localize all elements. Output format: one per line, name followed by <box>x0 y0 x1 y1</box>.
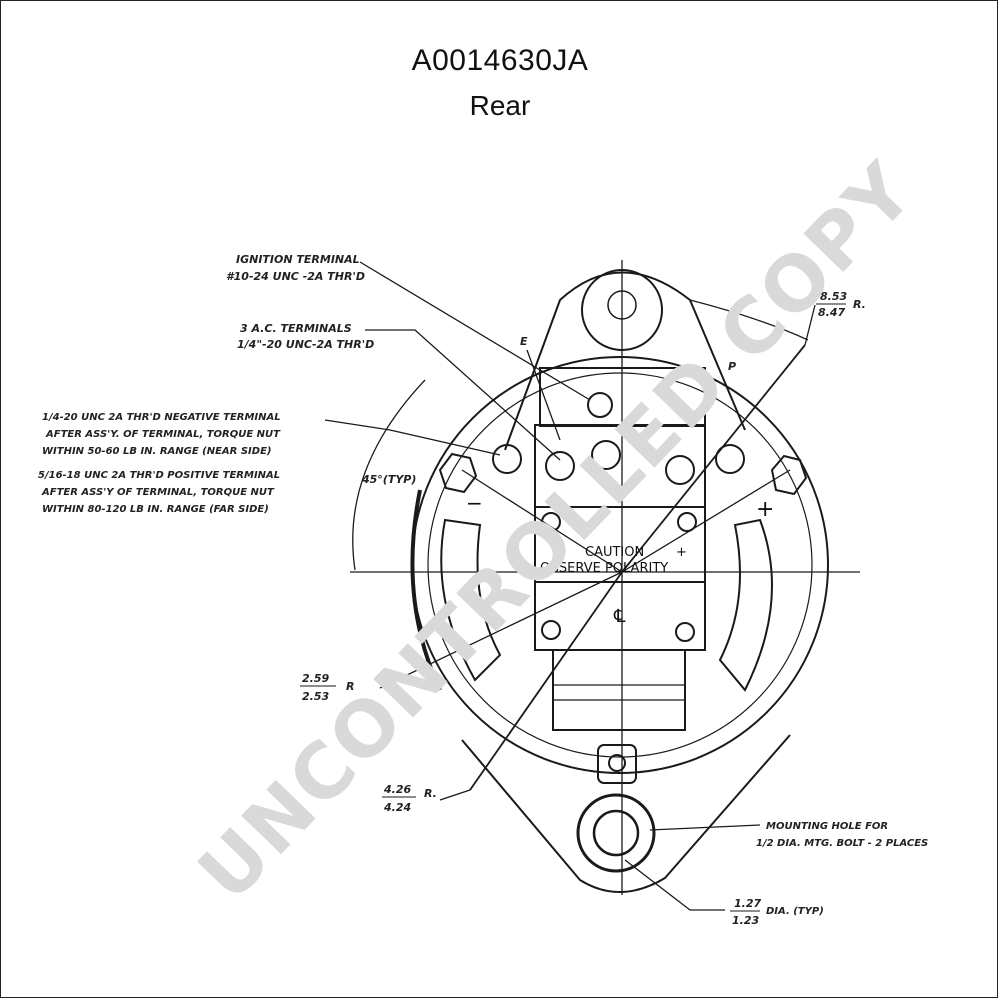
observe-polarity-label: OBSERVE POLARITY <box>540 561 668 576</box>
negative-terminal-line2: AFTER ASS'Y. OF TERMINAL, TORQUE NUT <box>45 429 281 440</box>
dim-424-unit: R. <box>424 787 437 800</box>
spoke-e <box>526 349 561 441</box>
plate-bolt-4 <box>675 622 695 642</box>
dim-127-numerator: 1.27 <box>734 897 761 910</box>
negative-sign: − <box>466 491 483 515</box>
leader-127 <box>624 859 725 911</box>
positive-terminal-line1: 5/16-18 UNC 2A THR'D POSITIVE TERMINAL <box>38 470 280 481</box>
dim-r-top-numerator: 8.53 <box>820 290 847 303</box>
leader-negative <box>324 419 501 456</box>
dimension-arc-top <box>689 299 809 341</box>
plate-plus-sign: + <box>676 545 687 560</box>
leader-r-top <box>804 304 816 346</box>
mounting-hole-line2: 1/2 DIA. MTG. BOLT - 2 PLACES <box>756 838 928 849</box>
ac-terminal-left <box>545 451 575 481</box>
bottom-mounting-hole-inner <box>592 809 640 857</box>
bottom-mounting-hole-outer <box>576 793 656 873</box>
view-label: Rear <box>469 90 531 121</box>
leader-ignition <box>359 261 591 401</box>
ignition-terminal-thread: #10-24 UNC -2A THR'D <box>226 270 365 283</box>
caution-label: CAUTION <box>585 545 644 560</box>
dim-259-denominator: 2.53 <box>302 690 329 703</box>
dim-424-denominator: 4.24 <box>383 801 411 814</box>
leader-mounting <box>649 824 761 831</box>
triangle-left <box>461 469 623 573</box>
ac-terminals-label: 3 A.C. TERMINALS <box>240 322 352 335</box>
dim-127-denominator: 1.23 <box>732 914 759 927</box>
label-e: E <box>520 335 528 348</box>
ignition-terminal-label: IGNITION TERMINAL <box>236 253 360 266</box>
radius-line-bottom <box>469 571 623 791</box>
rectifier-housing <box>552 649 686 731</box>
angle-typ-label: 45°(TYP) <box>361 473 416 486</box>
housing-inner-circle <box>427 372 813 758</box>
radius-line-top <box>621 344 806 573</box>
ac-terminal-center <box>591 440 621 470</box>
dim-r-top-denominator: 8.47 <box>818 306 845 319</box>
plate-bolt-2 <box>677 512 697 532</box>
left-vent-slot <box>440 518 502 682</box>
radius-line-259 <box>379 571 623 689</box>
centerline-symbol: ℄ <box>613 606 626 627</box>
dim-259-unit: R <box>346 680 354 693</box>
angle-arc-45 <box>352 379 426 571</box>
left-outer-arc <box>410 489 442 691</box>
right-vent-slot <box>718 518 773 692</box>
bottom-lug <box>597 744 637 784</box>
dim-r-top-unit: R. <box>853 298 866 311</box>
dim-127-unit: DIA. (TYP) <box>766 906 824 917</box>
ac-terminals-thread: 1/4"-20 UNC-2A THR'D <box>237 338 374 351</box>
leader-ac <box>365 329 561 461</box>
positive-terminal-line2: AFTER ASS'Y OF TERMINAL, TORQUE NUT <box>41 487 275 498</box>
part-number-title: A0014630JA <box>411 44 589 77</box>
bottom-lug-hole <box>608 754 626 772</box>
negative-terminal-stud <box>492 444 522 474</box>
bottom-mounting-ear <box>461 734 791 893</box>
leader-424 <box>439 789 471 801</box>
plate-bolt-1 <box>541 512 561 532</box>
positive-terminal-nut <box>770 454 808 496</box>
triangle-right <box>621 469 791 573</box>
label-p: P <box>728 360 736 373</box>
positive-terminal-line3: WITHIN 80-120 LB IN. RANGE (FAR SIDE) <box>42 504 269 515</box>
negative-terminal-nut <box>438 452 478 494</box>
negative-terminal-line1: 1/4-20 UNC 2A THR'D NEGATIVE TERMINAL <box>42 412 281 423</box>
dim-424-numerator: 4.26 <box>383 783 411 796</box>
mounting-hole-line1: MOUNTING HOLE FOR <box>766 821 888 832</box>
positive-terminal-stud <box>715 444 745 474</box>
ac-terminal-right <box>665 455 695 485</box>
plate-bolt-3 <box>541 620 561 640</box>
ignition-terminal <box>587 392 613 418</box>
dim-259-numerator: 2.59 <box>302 672 329 685</box>
positive-sign: + <box>756 497 774 522</box>
negative-terminal-line3: WITHIN 50-60 LB IN. RANGE (NEAR SIDE) <box>42 446 271 457</box>
